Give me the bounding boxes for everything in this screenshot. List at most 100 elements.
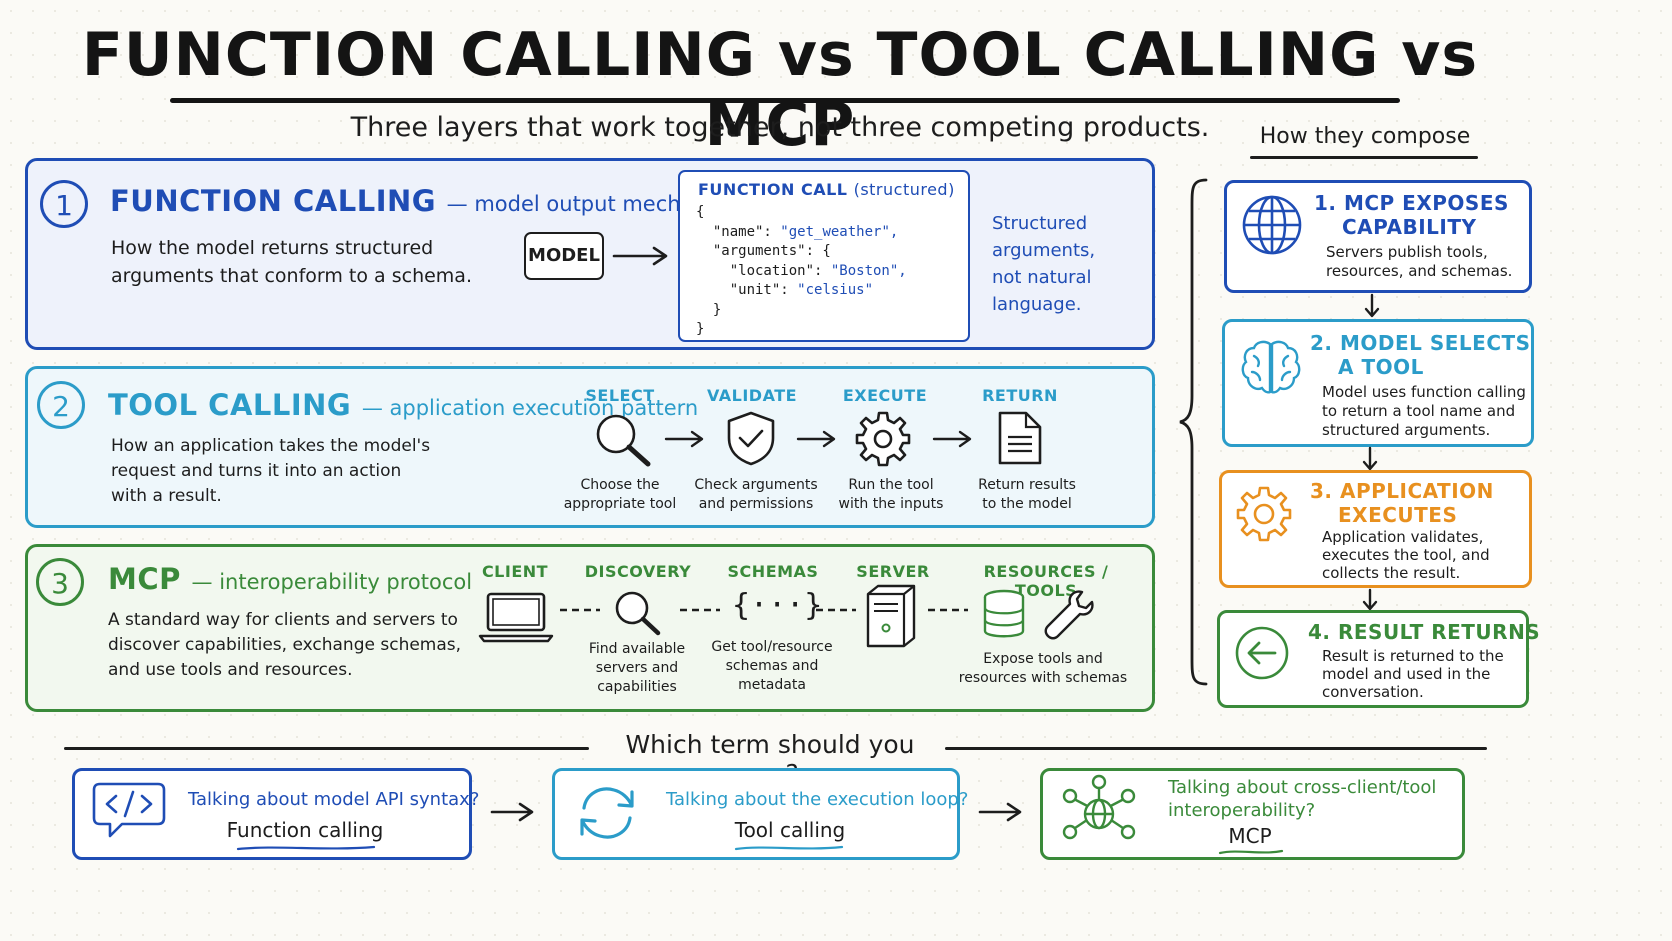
- arrow-down-icon: [1362, 588, 1378, 611]
- mcp-subtitle: — interoperability protocol: [191, 570, 473, 594]
- function-calling-title: FUNCTION CALLING: [110, 184, 437, 218]
- tool-calling-panel: [25, 366, 1155, 528]
- mcp-heading: MCP — interoperability protocol: [108, 562, 472, 596]
- database-icon: [983, 589, 1025, 638]
- wrench-icon: [1044, 590, 1094, 640]
- description-line: arguments that conform to a schema.: [111, 265, 472, 287]
- magnifier-icon: [615, 591, 661, 636]
- magnifier-icon: [596, 414, 651, 467]
- code-header: FUNCTION CALL (structured): [698, 180, 955, 199]
- dashed-connector: [680, 608, 720, 612]
- mcp-title: MCP: [108, 562, 181, 596]
- mcp-panel: [25, 544, 1155, 712]
- return-arrow-icon: [1235, 626, 1289, 680]
- dashed-connector: [928, 608, 968, 612]
- mcp-step-client-label: CLIENT: [481, 562, 549, 581]
- code-bubble-icon: [92, 782, 166, 838]
- mcp-step-server-label: SERVER: [856, 562, 930, 581]
- compose-step-4-title: 4. RESULT RETURNS: [1308, 620, 1541, 644]
- compose-step-3-desc: Application validates,executes the tool,…: [1322, 528, 1490, 582]
- server-icon: [866, 584, 916, 648]
- answer-underline: [734, 845, 844, 851]
- section-number-1: 1: [40, 180, 88, 228]
- gear-icon: [855, 411, 911, 467]
- description-line: How the model returns structured: [111, 237, 434, 259]
- tool-calling-description: How an application takes the model's req…: [111, 436, 431, 506]
- function-calling-description: How the model returns structured argumen…: [111, 234, 511, 290]
- tool-calling-heading: TOOL CALLING — application execution pat…: [108, 388, 698, 422]
- arrow-right-icon: [796, 430, 836, 448]
- which-card-1-question: Talking about model API syntax?: [188, 789, 480, 810]
- answer-underline: [236, 845, 376, 851]
- code-line: "arguments": {: [696, 243, 831, 259]
- which-card-1-answer: Function calling: [226, 818, 384, 842]
- mcp-step-resources-label: RESOURCES / TOOLS: [983, 562, 1109, 600]
- function-calling-heading: FUNCTION CALLING — model output mechanis…: [110, 184, 744, 218]
- curly-brace: [1179, 178, 1208, 686]
- refresh-icon: [580, 787, 634, 839]
- code-line: }: [696, 321, 705, 337]
- function-call-code-box: [678, 170, 970, 342]
- code-line: "unit": "celsius": [696, 282, 874, 298]
- model-box: MODEL: [524, 232, 604, 280]
- section-number-2: 2: [37, 381, 85, 429]
- which-card-2-question: Talking about the execution loop?: [666, 789, 969, 810]
- arrow-down-icon: [1364, 293, 1380, 318]
- which-card-2-answer: Tool calling: [734, 818, 846, 842]
- which-divider-left: [64, 747, 589, 750]
- arrow-right-icon: [932, 430, 972, 448]
- code-line: "name": "get_weather",: [696, 223, 899, 240]
- code-header-title: FUNCTION CALL: [698, 180, 848, 199]
- arrow-right-icon: [978, 802, 1022, 822]
- tool-calling-title: TOOL CALLING: [108, 388, 352, 422]
- tool-step-return-label: RETURN: [982, 386, 1058, 405]
- mcp-description: A standard way for clients and servers t…: [108, 610, 462, 680]
- tool-step-execute-label: EXECUTE: [842, 386, 928, 405]
- mcp-step-schemas-label: SCHEMAS: [727, 562, 819, 581]
- arrow-right-icon: [664, 430, 704, 448]
- tool-step-select-label: SELECT: [585, 386, 655, 405]
- section-number-3: 3: [36, 558, 84, 606]
- brain-icon: [1241, 340, 1301, 394]
- tool-calling-subtitle: — application execution pattern: [361, 396, 699, 420]
- arrow-down-icon: [1362, 446, 1378, 471]
- globe-icon: [1242, 195, 1302, 255]
- laptop-icon: [478, 592, 554, 643]
- code-line: }: [696, 301, 722, 318]
- compose-step-2: [1222, 319, 1534, 447]
- compose-step-1-desc: Servers publish tools,resources, and sch…: [1326, 243, 1513, 280]
- dashed-connector: [560, 608, 600, 612]
- compose-heading: How they compose: [1259, 124, 1471, 149]
- mcp-step-discovery-label: DISCOVERY: [584, 562, 692, 581]
- tool-step-validate-label: VALIDATE: [706, 386, 798, 405]
- code-line: {: [696, 204, 705, 220]
- network-globe-icon: [1062, 774, 1136, 840]
- compose-heading-underline: [1250, 156, 1478, 159]
- answer-underline: [1218, 849, 1284, 855]
- code-line: "location": "Boston",: [696, 262, 907, 279]
- dashed-connector: [816, 608, 856, 612]
- page-subtitle: Three layers that work together, not thr…: [350, 112, 1210, 143]
- shield-check-icon: [727, 411, 775, 466]
- arrow-right-icon: [612, 246, 668, 266]
- document-icon: [998, 411, 1042, 465]
- structured-note: Structured arguments, not natural langua…: [992, 213, 1096, 315]
- arrow-right-icon: [490, 802, 534, 822]
- code-header-note: (structured): [853, 180, 955, 199]
- which-divider-right: [945, 747, 1487, 750]
- braces-icon: {···}: [732, 588, 823, 623]
- function-call-json: { "name": "get_weather", "arguments": { …: [696, 203, 907, 340]
- title-underline: [170, 98, 1400, 103]
